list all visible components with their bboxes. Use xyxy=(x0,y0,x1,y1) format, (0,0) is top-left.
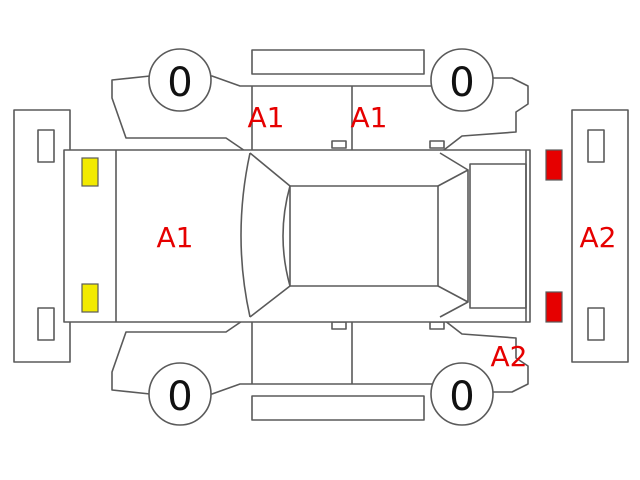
tire-front-right-value: 0 xyxy=(167,374,192,420)
tire-front-left-value: 0 xyxy=(167,60,192,106)
bottom-side-skirt xyxy=(251,395,425,421)
damage-front-door-top: A1 xyxy=(248,101,285,134)
top-side-skirt xyxy=(251,49,425,75)
front-left-headlamp xyxy=(81,157,99,187)
front-bumper xyxy=(13,109,71,363)
rear-left-taillamp xyxy=(545,149,563,181)
tire-front-right: 0 xyxy=(148,362,212,426)
rear-bumper xyxy=(571,109,629,363)
tire-rear-right-value: 0 xyxy=(449,374,474,420)
tire-rear-left-value: 0 xyxy=(449,60,474,106)
tire-rear-right: 0 xyxy=(430,362,494,426)
top-view-body xyxy=(63,149,531,323)
rear-right-taillamp xyxy=(545,291,563,323)
damage-rear-quarter-bottom: A2 xyxy=(491,340,528,373)
damage-rear-door-top: A1 xyxy=(351,101,388,134)
tire-rear-left: 0 xyxy=(430,48,494,112)
tire-front-left: 0 xyxy=(148,48,212,112)
damage-rear-bumper: A2 xyxy=(580,221,617,254)
front-right-headlamp xyxy=(81,283,99,313)
damage-hood: A1 xyxy=(157,221,194,254)
